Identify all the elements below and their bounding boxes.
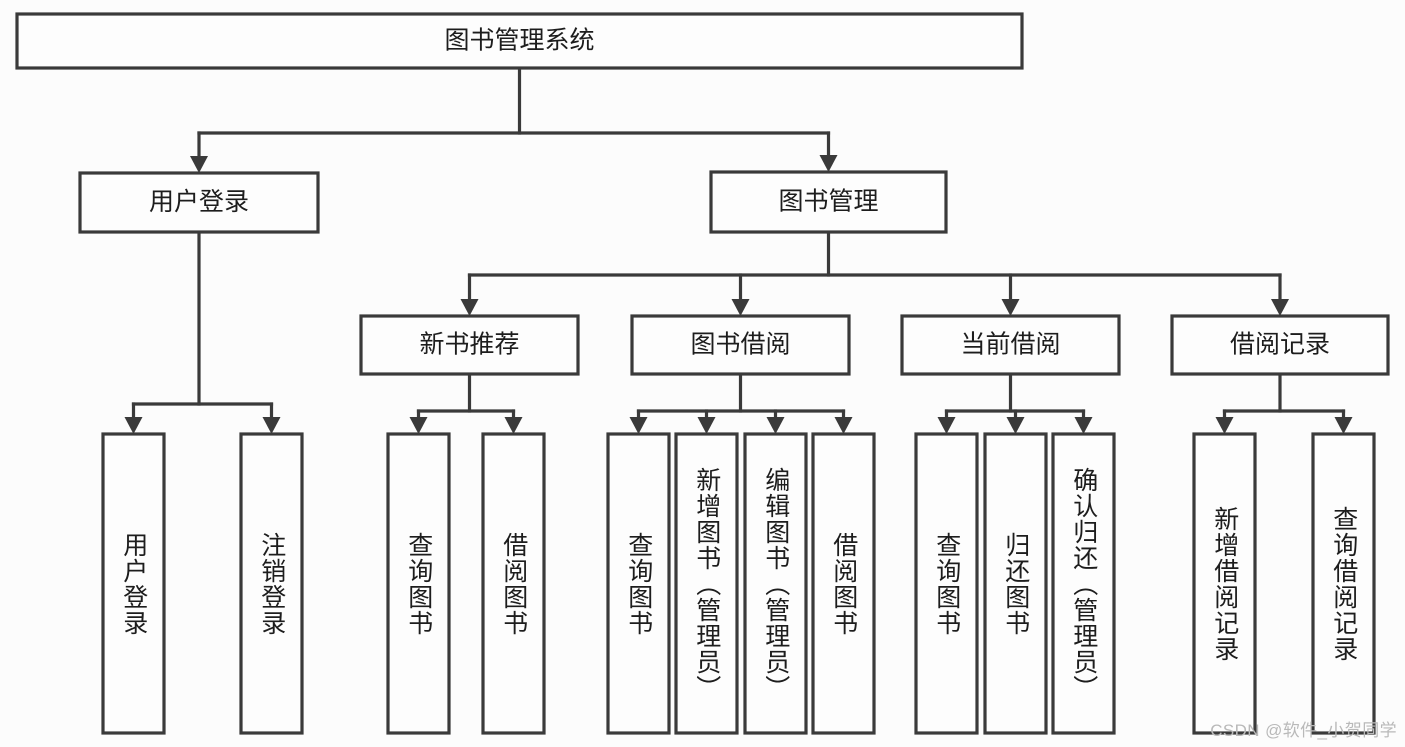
node-box bbox=[630, 314, 851, 376]
arrow-head-icon-leaf-1-0 bbox=[629, 417, 648, 434]
arrow-head-icon-level2-2 bbox=[1001, 299, 1020, 316]
arrow-head-icon-level1-1 bbox=[819, 155, 838, 172]
node-box bbox=[1170, 314, 1390, 376]
arrow-head-icon-leaf-1-2 bbox=[766, 417, 785, 434]
node-box bbox=[914, 432, 979, 735]
node-leaf-1[interactable] bbox=[239, 432, 304, 735]
node-box bbox=[101, 432, 166, 735]
node-root-book-management-system[interactable]: 图书管理系统 bbox=[15, 12, 1024, 70]
csdn-watermark: CSDN @软件_小贺同学 bbox=[1210, 721, 1397, 740]
node-label: 图书借阅 bbox=[690, 331, 790, 359]
node-leaf-12[interactable] bbox=[1311, 432, 1376, 735]
node-box bbox=[900, 314, 1121, 376]
node-label: 图书管理系统 bbox=[444, 27, 594, 55]
node-box bbox=[359, 314, 580, 376]
arrow-head-icon-leaf-u-0 bbox=[124, 417, 143, 434]
node-leaf-2[interactable] bbox=[386, 432, 451, 735]
node-label: 借阅记录 bbox=[1230, 331, 1330, 359]
arrow-head-icon-level1-0 bbox=[190, 156, 208, 173]
node-box bbox=[1311, 432, 1376, 735]
node-level1-0[interactable]: 用户登录 bbox=[78, 171, 320, 234]
node-leaf-9[interactable] bbox=[983, 432, 1048, 735]
node-level1-1[interactable]: 图书管理 bbox=[709, 170, 948, 234]
node-box bbox=[78, 171, 320, 234]
node-level2-3[interactable]: 借阅记录 bbox=[1170, 314, 1390, 376]
node-level2-0[interactable]: 新书推荐 bbox=[359, 314, 580, 376]
node-box bbox=[239, 432, 304, 735]
arrow-head-icon-leaf-3-0 bbox=[1215, 417, 1234, 434]
node-level2-1[interactable]: 图书借阅 bbox=[630, 314, 851, 376]
node-box bbox=[709, 170, 948, 234]
arrow-head-icon-level2-1 bbox=[731, 299, 750, 316]
node-label: 用户登录 bbox=[149, 188, 249, 216]
node-box bbox=[15, 12, 1024, 70]
node-leaf-11[interactable] bbox=[1192, 432, 1257, 735]
arrow-head-icon-leaf-2-1 bbox=[1006, 417, 1025, 434]
node-label: 图书管理 bbox=[778, 188, 878, 216]
arrow-head-icon-leaf-1-1 bbox=[697, 417, 716, 434]
node-leaf-0[interactable] bbox=[101, 432, 166, 735]
node-label: 新书推荐 bbox=[419, 331, 519, 359]
arrow-head-icon-leaf-2-2 bbox=[1074, 417, 1093, 434]
node-box bbox=[1051, 432, 1116, 735]
node-box bbox=[481, 432, 546, 735]
node-box bbox=[386, 432, 451, 735]
node-box bbox=[674, 432, 739, 735]
node-leaf-7[interactable] bbox=[811, 432, 876, 735]
node-label: 当前借阅 bbox=[960, 331, 1060, 359]
node-box bbox=[1192, 432, 1257, 735]
node-leaf-4[interactable] bbox=[606, 432, 671, 735]
node-leaf-6[interactable] bbox=[743, 432, 808, 735]
node-leaf-8[interactable] bbox=[914, 432, 979, 735]
arrow-head-icon-leaf-0-0 bbox=[409, 417, 428, 434]
node-leaf-3[interactable] bbox=[481, 432, 546, 735]
arrow-head-icon-leaf-1-3 bbox=[834, 417, 853, 434]
node-box bbox=[811, 432, 876, 735]
node-box bbox=[983, 432, 1048, 735]
node-box bbox=[743, 432, 808, 735]
node-box bbox=[606, 432, 671, 735]
node-level2-2[interactable]: 当前借阅 bbox=[900, 314, 1121, 376]
arrow-head-icon-leaf-u-1 bbox=[262, 417, 281, 434]
node-leaf-5[interactable] bbox=[674, 432, 739, 735]
arrow-head-icon-leaf-3-1 bbox=[1334, 417, 1353, 434]
arrow-head-icon-leaf-2-0 bbox=[937, 417, 956, 434]
arrow-head-icon-leaf-0-1 bbox=[504, 417, 523, 434]
arrow-head-icon-level2-0 bbox=[460, 299, 479, 316]
edges-layer bbox=[124, 66, 1353, 434]
arrow-head-icon-level2-3 bbox=[1271, 299, 1289, 316]
node-leaf-10[interactable] bbox=[1051, 432, 1116, 735]
